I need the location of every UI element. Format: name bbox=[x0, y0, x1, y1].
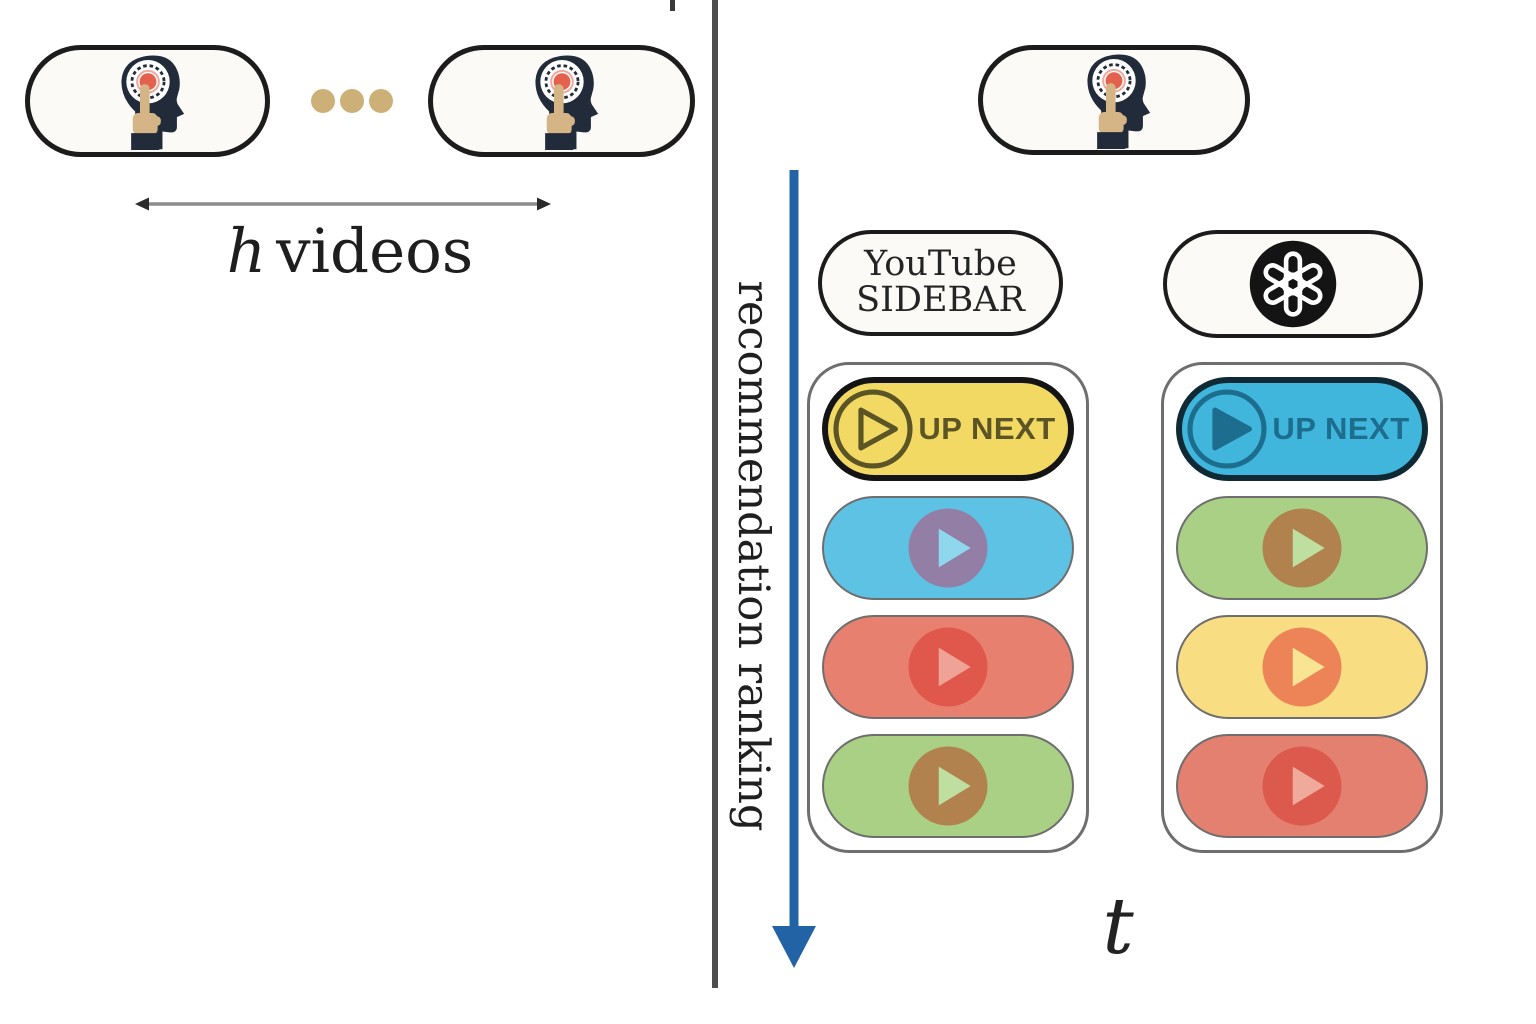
mind-press-icon-graphic bbox=[534, 55, 598, 150]
mind-press-icon-graphic bbox=[1087, 54, 1151, 149]
play-icon bbox=[908, 508, 988, 588]
ellipsis-dot bbox=[369, 89, 393, 113]
time-step-label: t bbox=[1102, 882, 1134, 972]
up-next-play-icon bbox=[833, 389, 913, 469]
crop-tick bbox=[670, 0, 675, 11]
up-next-play-icon bbox=[1187, 389, 1267, 469]
video-pill bbox=[822, 734, 1074, 838]
video-pill bbox=[822, 615, 1074, 719]
openai-logo-graphic bbox=[1249, 240, 1337, 328]
watch-history-capsule bbox=[25, 45, 270, 157]
ellipsis-dot bbox=[340, 89, 364, 113]
video-pill bbox=[822, 496, 1074, 600]
up-next-video-pill: UP NEXT bbox=[822, 377, 1074, 481]
ellipsis-dot bbox=[311, 89, 335, 113]
youtube-recommendation-stack: UP NEXT bbox=[807, 362, 1089, 853]
youtube-sidebar-header: YouTube SIDEBAR bbox=[818, 230, 1063, 336]
mind-press-icon bbox=[1073, 51, 1155, 149]
chatgpt-header bbox=[1163, 230, 1423, 338]
watch-history-capsule bbox=[428, 45, 695, 157]
chatgpt-recommendation-stack: UP NEXT bbox=[1161, 362, 1443, 853]
videos-text: videos bbox=[276, 216, 474, 287]
current-user-capsule bbox=[978, 45, 1250, 155]
play-icon bbox=[1262, 627, 1342, 707]
h-symbol: h bbox=[226, 216, 267, 287]
ranking-direction-arrow bbox=[772, 170, 816, 968]
video-pill bbox=[1176, 496, 1428, 600]
h-videos-span-arrow bbox=[135, 197, 551, 211]
up-next-label: UP NEXT bbox=[1272, 411, 1410, 446]
play-icon bbox=[1262, 508, 1342, 588]
play-icon bbox=[908, 627, 988, 707]
up-next-label: UP NEXT bbox=[918, 411, 1056, 446]
panel-divider bbox=[712, 0, 718, 988]
up-next-video-pill: UP NEXT bbox=[1176, 377, 1428, 481]
play-icon bbox=[908, 746, 988, 826]
openai-logo-icon bbox=[1247, 238, 1339, 330]
mind-press-icon-graphic bbox=[120, 55, 184, 150]
sidebar-label: SIDEBAR bbox=[856, 280, 1025, 320]
play-icon bbox=[1262, 746, 1342, 826]
ellipsis-dots bbox=[311, 89, 393, 113]
mind-press-icon bbox=[107, 52, 189, 150]
video-pill bbox=[1176, 734, 1428, 838]
mind-press-icon bbox=[521, 52, 603, 150]
video-pill bbox=[1176, 615, 1428, 719]
youtube-label: YouTube bbox=[864, 244, 1017, 285]
